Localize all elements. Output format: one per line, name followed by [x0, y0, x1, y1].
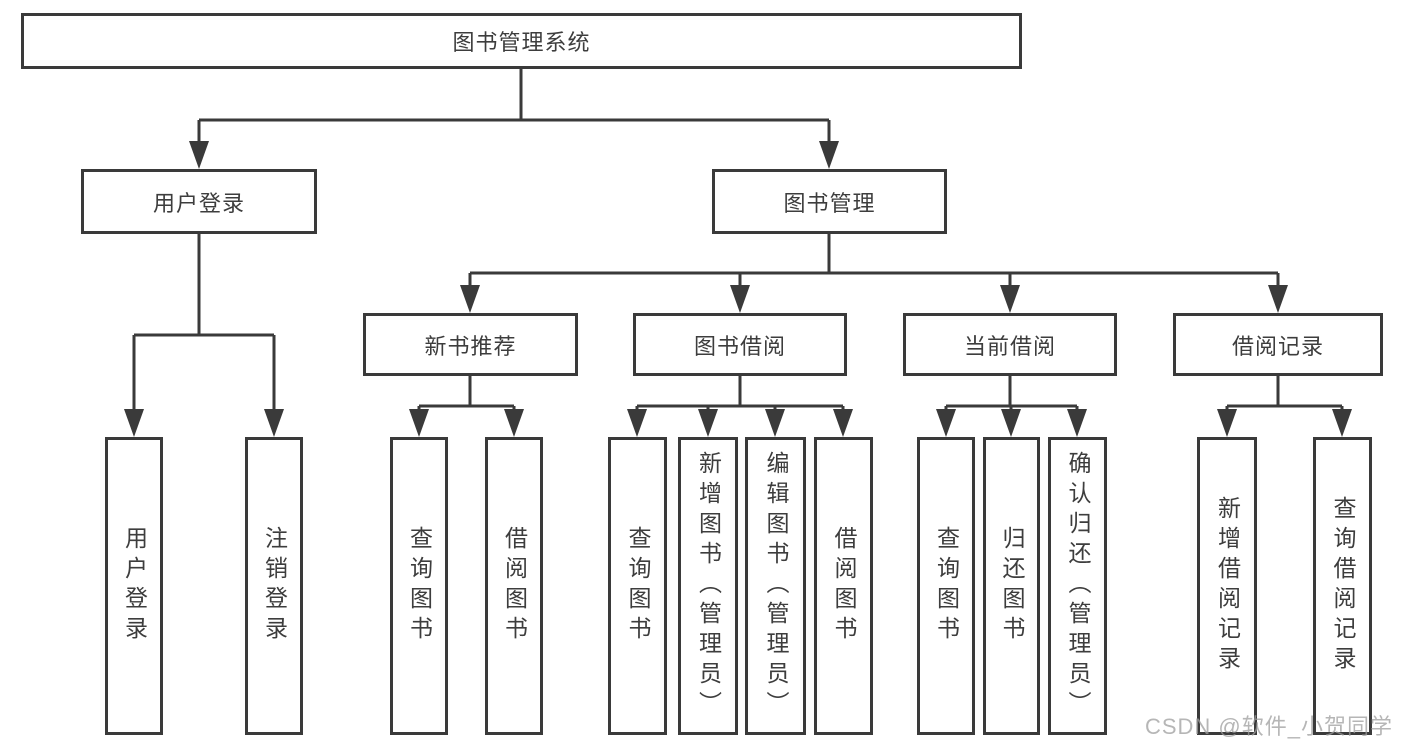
node-nb-query-books: 查询图书 — [390, 437, 448, 735]
node-book-management-label: 图书管理 — [783, 190, 876, 216]
node-user-login-action-label: 用户登录 — [121, 526, 148, 646]
arrowhead — [819, 141, 839, 169]
connector-book-borrow — [635, 376, 845, 413]
node-cb-query-books: 查询图书 — [917, 437, 975, 735]
connector-user-login — [132, 234, 276, 413]
arrowhead — [124, 409, 144, 437]
node-current-borrowing-label: 当前借阅 — [963, 333, 1056, 359]
connector-new-books — [417, 376, 516, 413]
connector-root — [197, 69, 831, 145]
connector-book-mgmt — [468, 234, 1280, 289]
node-book-borrowing-label: 图书借阅 — [693, 333, 786, 359]
arrowhead — [1268, 285, 1288, 313]
node-bb-query-books: 查询图书 — [608, 437, 667, 735]
node-new-book-recommendation: 新书推荐 — [363, 313, 578, 376]
arrowhead — [409, 409, 429, 437]
node-bb-add-books-admin-label: 新增图书（管理员） — [695, 451, 722, 721]
node-nb-query-books-label: 查询图书 — [406, 526, 433, 646]
connector-current-borrow — [944, 376, 1079, 413]
node-book-management: 图书管理 — [712, 169, 947, 234]
arrowhead — [1067, 409, 1087, 437]
arrowhead — [460, 285, 480, 313]
arrowhead — [264, 409, 284, 437]
arrowhead — [1001, 409, 1021, 437]
arrowhead — [189, 141, 209, 169]
node-cb-confirm-return-admin: 确认归还（管理员） — [1048, 437, 1107, 735]
arrowhead — [936, 409, 956, 437]
arrowhead — [698, 409, 718, 437]
arrowhead — [1217, 409, 1237, 437]
node-borrowing-records: 借阅记录 — [1173, 313, 1383, 376]
node-current-borrowing: 当前借阅 — [903, 313, 1117, 376]
node-cb-confirm-return-admin-label: 确认归还（管理员） — [1065, 451, 1091, 721]
node-root: 图书管理系统 — [21, 13, 1022, 69]
arrowhead — [627, 409, 647, 437]
node-root-label: 图书管理系统 — [452, 30, 591, 55]
node-borrowing-records-label: 借阅记录 — [1231, 333, 1324, 359]
node-br-add-record-label: 新增借阅记录 — [1214, 496, 1241, 676]
node-logout: 注销登录 — [245, 437, 303, 735]
arrowhead — [1332, 409, 1352, 437]
arrowhead — [730, 285, 750, 313]
arrowhead — [765, 409, 785, 437]
node-bb-borrow-books: 借阅图书 — [814, 437, 873, 735]
node-bb-query-books-label: 查询图书 — [625, 526, 651, 646]
node-br-query-record-label: 查询借阅记录 — [1330, 496, 1356, 676]
node-cb-return-books-label: 归还图书 — [999, 526, 1025, 646]
node-user-login-label: 用户登录 — [152, 190, 245, 216]
node-cb-return-books: 归还图书 — [983, 437, 1040, 735]
connector-borrow-records — [1225, 376, 1344, 413]
node-bb-edit-books-admin-label: 编辑图书（管理员） — [763, 451, 789, 721]
arrowhead — [504, 409, 524, 437]
node-user-login-action: 用户登录 — [105, 437, 163, 735]
node-nb-borrow-books-label: 借阅图书 — [501, 526, 528, 646]
node-new-book-recommendation-label: 新书推荐 — [424, 333, 517, 359]
node-bb-edit-books-admin: 编辑图书（管理员） — [745, 437, 806, 735]
arrowhead — [1000, 285, 1020, 313]
node-nb-borrow-books: 借阅图书 — [485, 437, 543, 735]
node-br-query-record: 查询借阅记录 — [1313, 437, 1372, 735]
node-book-borrowing: 图书借阅 — [633, 313, 847, 376]
node-logout-label: 注销登录 — [261, 526, 288, 646]
arrowhead — [833, 409, 853, 437]
node-bb-add-books-admin: 新增图书（管理员） — [678, 437, 738, 735]
node-user-login: 用户登录 — [81, 169, 317, 234]
node-cb-query-books-label: 查询图书 — [933, 526, 960, 646]
node-bb-borrow-books-label: 借阅图书 — [831, 526, 857, 646]
node-br-add-record: 新增借阅记录 — [1197, 437, 1257, 735]
